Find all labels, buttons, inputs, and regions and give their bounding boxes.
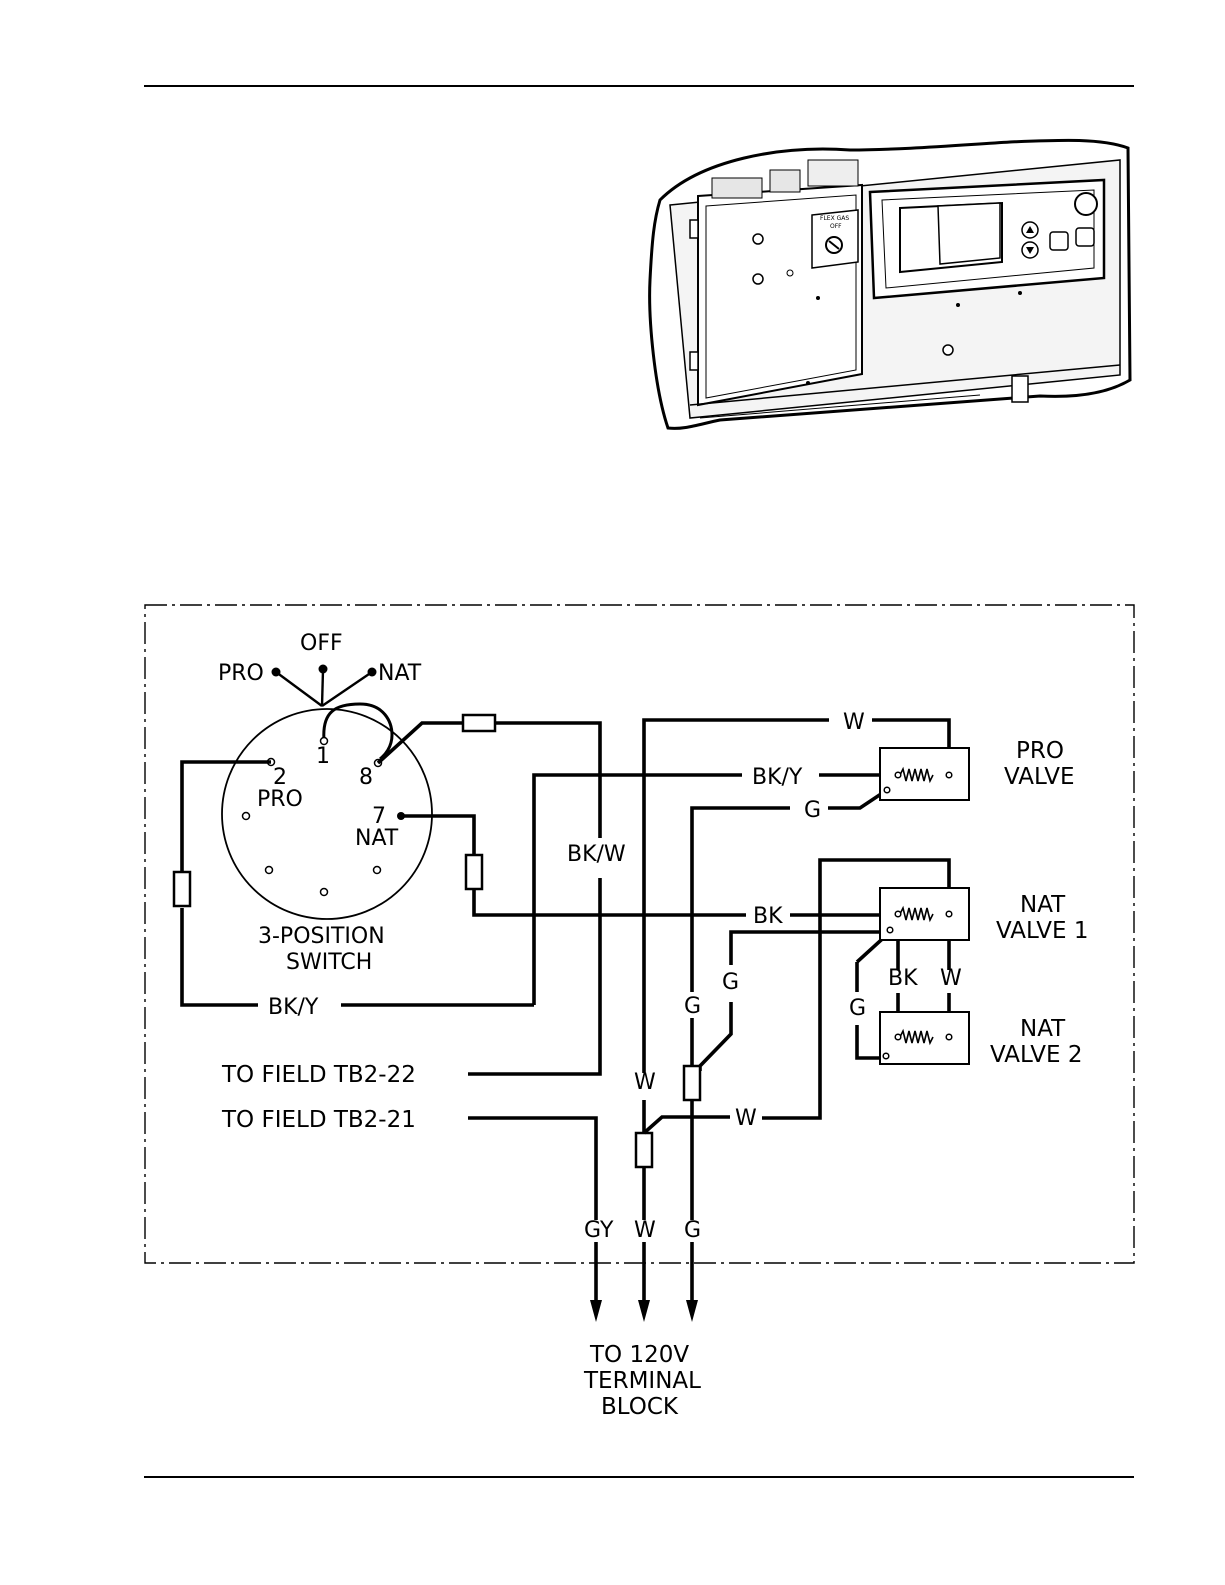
wire-bk-nat-label: BK — [753, 904, 783, 929]
switch-caption-line2: SWITCH — [286, 950, 372, 975]
wire-g-pro-label: G — [804, 798, 821, 823]
wire-w-nat1-label: W — [940, 966, 962, 991]
wire-g-left-label: G — [684, 994, 701, 1019]
pin-2-pro-label: PRO — [257, 787, 303, 812]
wire-w-top-label: W — [843, 710, 865, 735]
position-pro-label: PRO — [218, 661, 264, 686]
field-tb2-22-label: TO FIELD TB2-22 — [221, 1062, 416, 1088]
nat-valve1-label-line1: NAT — [1020, 892, 1066, 918]
switch-positions: PRO OFF NAT — [218, 631, 422, 706]
wire-w-vertical-label: W — [634, 1070, 656, 1095]
wire-bky-pro-label: BK/Y — [752, 765, 803, 790]
wire-bk-nat1-label: BK — [888, 966, 918, 991]
terminal-label-line3: BLOCK — [601, 1394, 679, 1420]
pin-7-nat-label: NAT — [355, 826, 399, 851]
wire-w-out-label: W — [634, 1218, 656, 1243]
pro-valve-label-line2: VALVE — [1004, 764, 1075, 790]
photo-switch-off: OFF — [830, 223, 842, 230]
position-nat-label: NAT — [378, 661, 422, 686]
wire-g-out-label: G — [684, 1218, 701, 1243]
nat-valve2-label-line2: VALVE 2 — [990, 1042, 1083, 1068]
wire-gy-out-label: GY — [584, 1218, 614, 1243]
terminal-label-line1: TO 120V — [589, 1342, 689, 1368]
nat-valve1-label-line2: VALVE 1 — [996, 918, 1089, 944]
pin-1-label: 1 — [316, 744, 330, 769]
pin-8-label: 8 — [359, 765, 373, 790]
nat-valve-1 — [880, 888, 969, 940]
nat-valve2-label-line1: NAT — [1020, 1016, 1066, 1042]
terminal-label-line2: TERMINAL — [583, 1368, 701, 1394]
control-panel-photo: FLEX GAS OFF — [650, 140, 1130, 428]
position-off-label: OFF — [300, 631, 343, 656]
wire-w-bottom-label: W — [735, 1106, 757, 1131]
field-tb2-21-label: TO FIELD TB2-21 — [221, 1107, 416, 1133]
wire-g-nat2-label: G — [849, 996, 866, 1021]
pro-valve — [880, 748, 969, 800]
wire-bkw-label: BK/W — [567, 842, 626, 867]
wire-bky-bottom-label: BK/Y — [268, 995, 319, 1020]
wire-g-mid-label: G — [722, 970, 739, 995]
switch-caption-line1: 3-POSITION — [258, 924, 385, 949]
pro-valve-label-line1: PRO — [1016, 738, 1064, 764]
nat-valve-2 — [880, 1012, 969, 1064]
photo-switch-label: FLEX GAS — [820, 215, 849, 222]
